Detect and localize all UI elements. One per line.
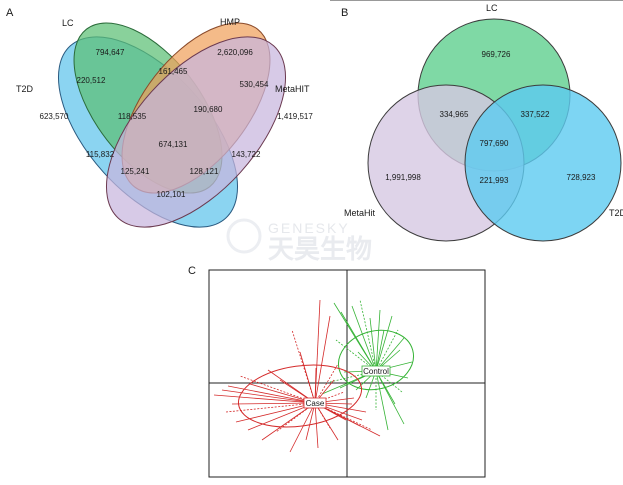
case-spoke-line [221,389,316,404]
venn-b-metahit-t2d: 221,993 [480,176,509,185]
case-label-box [303,397,327,409]
venn-a-t2d-metahit: 102,101 [157,190,186,199]
panel-a-label: A [6,7,14,19]
venn-b-label-t2d: T2D [609,208,623,218]
venn-a-lc-hmp-metahit: 190,680 [194,105,223,114]
control-spoke-line [375,337,405,372]
venn-a-metahit-only: 1,419,517 [277,112,313,121]
case-spoke-line [213,394,316,404]
panel-c: C Control Case [188,265,486,478]
venn4-sets [57,22,287,228]
venn-b-t2d-only: 728,923 [567,173,596,182]
venn-b-region-counts: 969,726 334,965 337,522 797,690 1,991,99… [385,50,596,185]
venn-a-label-metahit: MetaHIT [275,84,310,94]
control-spoke-line [340,311,377,372]
venn-a-lc-hmp: 161,465 [159,67,188,76]
watermark-text-en: GENESKY [268,220,350,236]
watermark-text-cn: 天昊生物 [268,234,372,264]
venn-a-hmp-metahit: 530,454 [240,80,269,89]
case-spoke-line [267,369,316,404]
panel-c-label: C [188,265,196,277]
venn-a-hmp-only: 2,620,096 [217,48,253,57]
panel-a: A LC HMP T2D MetaHIT 794,647 2,620,096 1… [6,7,314,228]
venn-a-set-metahit [105,36,287,228]
venn-b-set-t2d [464,84,622,242]
venn-a-lc-only: 794,647 [96,48,125,57]
control-spoke-line [351,305,377,372]
case-spoke-line [305,402,316,441]
control-spoke-line [375,329,399,372]
panel-b-label: B [341,7,348,19]
venn-a-lc-metahit: 143,722 [232,150,261,159]
watermark-logo-icon [226,218,262,254]
case-spoke-line [289,402,316,453]
case-spoke-line [291,329,316,404]
case-spoke-line [314,315,331,404]
venn-b-all-three: 797,690 [480,139,509,148]
watermark: GENESKY 天昊生物 [226,218,372,264]
venn-a-all-four: 674,131 [159,140,188,149]
venn-a-label-t2d: T2D [16,84,34,94]
control-label-box [361,365,391,377]
case-spoke-line [314,402,339,441]
venn-a-region-counts: 794,647 2,620,096 161,465 220,512 530,45… [40,48,314,199]
case-spoke-line [314,402,319,449]
venn-a-t2d-lc-hmp: 118,535 [118,112,147,121]
control-spoke-line [369,317,377,372]
venn-b-label-metahit: MetaHit [344,208,376,218]
control-confidence-ellipse [338,329,414,391]
venn-a-t2d-only: 623,570 [40,112,69,121]
venn-a-label-hmp: HMP [220,17,240,27]
venn-b-label-lc: LC [486,3,498,13]
case-spoke-line [314,363,339,404]
case-label: Case [306,399,325,408]
venn-a-label-lc: LC [62,18,74,28]
control-label: Control [363,367,389,376]
case-confidence-ellipse [237,364,363,428]
venn-b-lc-t2d: 337,522 [521,110,550,119]
venn-b-lc-only: 969,726 [482,50,511,59]
case-spoke-line [314,402,381,437]
control-spoke-line [375,370,405,425]
venn-a-t2d-lc-metahit: 128,121 [190,167,219,176]
venn-b-metahit-only: 1,991,998 [385,173,421,182]
venn3-sets [367,18,622,242]
case-spoke-line [231,402,316,405]
control-spoke-line [375,370,389,431]
control-spoke-line [375,309,381,372]
case-spoke-line [227,385,316,404]
venn-a-t2d-hmp: 115,832 [86,150,115,159]
panel-b: B LC MetaHit T2D 969,726 334,965 337,522… [341,3,623,242]
venn-a-t2d-lc: 220,512 [77,76,106,85]
control-spoke-line [359,299,377,372]
control-group-spokes [321,299,413,431]
case-spoke-line [314,299,321,404]
venn-a-t2d-hmp-metahit: 125,241 [121,167,150,176]
control-spoke-line [375,329,385,372]
control-spoke-line [375,315,393,372]
venn-b-lc-metahit: 334,965 [440,110,469,119]
case-spoke-line [239,375,316,404]
